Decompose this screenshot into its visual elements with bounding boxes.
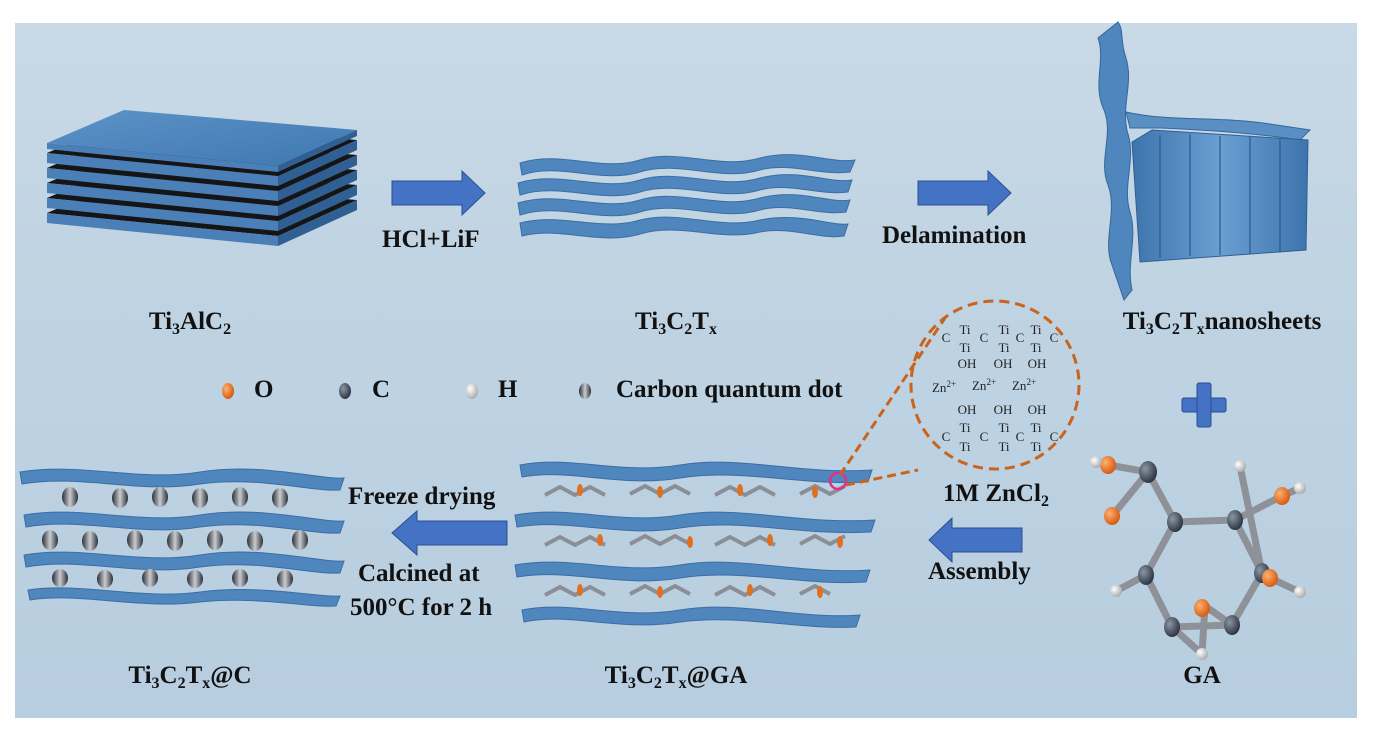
ga-molecule <box>1090 456 1306 660</box>
zoom-ti-2: Ti <box>998 322 1009 337</box>
legend-cqd-marker <box>579 383 591 399</box>
zoom-ti-3: Ti <box>1030 322 1041 337</box>
zoom-oh-3: OH <box>1028 356 1047 371</box>
zoom-zn-1: Zn2+ <box>932 379 956 395</box>
zoom-zn-3: Zn2+ <box>1012 377 1036 393</box>
step-zncl2: 1M ZnCl2 <box>943 480 1049 510</box>
zoom-ti-8: Ti <box>998 420 1009 435</box>
step-delamination: Delamination <box>882 222 1027 249</box>
zoom-ti-4: Ti <box>959 340 970 355</box>
zoom-c-1: C <box>942 330 951 345</box>
zoom-oh-6: OH <box>1028 402 1047 417</box>
arrow-delamination <box>917 169 1012 217</box>
arrow-assembly <box>928 516 1023 564</box>
ti3c2tx-ga-graphic <box>514 461 876 628</box>
zoom-c-6: C <box>980 429 989 444</box>
legend-o-marker <box>222 383 234 399</box>
ti3alc2-stack <box>47 110 357 246</box>
arrow-calcination <box>391 509 508 557</box>
zoom-ti-9: Ti <box>1030 420 1041 435</box>
legend-o: O <box>254 376 274 403</box>
legend-markers <box>222 383 591 399</box>
zoom-ti-1: Ti <box>959 322 970 337</box>
zoom-c-5: C <box>942 429 951 444</box>
zoom-c-2: C <box>980 330 989 345</box>
zoom-c-4: C <box>1050 330 1059 345</box>
zoom-oh-2: OH <box>994 356 1013 371</box>
zoom-zn-2: Zn2+ <box>972 377 996 393</box>
ti3c2tx-c-graphic <box>19 468 345 607</box>
label-nanosheets: Ti3C2Txnanosheets <box>1122 308 1322 338</box>
zoom-ti-5: Ti <box>998 340 1009 355</box>
zoom-structure: Ti Ti Ti C C C C Ti Ti Ti OH OH OH Zn2+ … <box>932 322 1058 454</box>
zoom-c-7: C <box>1016 429 1025 444</box>
zoom-c-3: C <box>1016 330 1025 345</box>
nanosheets-graphic <box>1097 21 1312 302</box>
legend-c: C <box>372 376 391 403</box>
label-ti3c2tx-ga: Ti3C2Tx@GA <box>604 662 748 692</box>
label-ti3alc2: Ti3AlC2 <box>148 308 232 338</box>
label-ti3c2tx: Ti3C2Tx <box>635 308 717 338</box>
step-calcined-line1: Calcined at <box>358 560 480 587</box>
plus-sign <box>1181 382 1227 428</box>
zoom-oh-4: OH <box>958 402 977 417</box>
zoom-ti-6: Ti <box>1030 340 1041 355</box>
legend-c-marker <box>339 383 351 399</box>
zoom-oh-5: OH <box>994 402 1013 417</box>
step-assembly: Assembly <box>928 558 1031 585</box>
legend-h: H <box>498 376 518 403</box>
step-calcined-line2: 500°C for 2 h <box>350 594 493 621</box>
step-freeze-drying: Freeze drying <box>348 483 496 510</box>
zoom-ti-10: Ti <box>959 439 970 454</box>
zoom-ti-12: Ti <box>1030 439 1041 454</box>
zoom-inset <box>838 299 1081 487</box>
label-ga: GA <box>1183 662 1221 689</box>
ti3c2tx-sheets <box>517 154 856 239</box>
zoom-c-8: C <box>1050 429 1059 444</box>
label-ti3c2tx-c: Ti3C2Tx@C <box>128 662 252 692</box>
legend-h-marker <box>466 383 478 399</box>
zoom-oh-1: OH <box>958 356 977 371</box>
zoom-ti-7: Ti <box>959 420 970 435</box>
arrow-etch <box>391 169 486 217</box>
zoom-ti-11: Ti <box>998 439 1009 454</box>
step-etch: HCl+LiF <box>382 226 480 253</box>
legend-cqd: Carbon quantum dot <box>616 376 843 403</box>
